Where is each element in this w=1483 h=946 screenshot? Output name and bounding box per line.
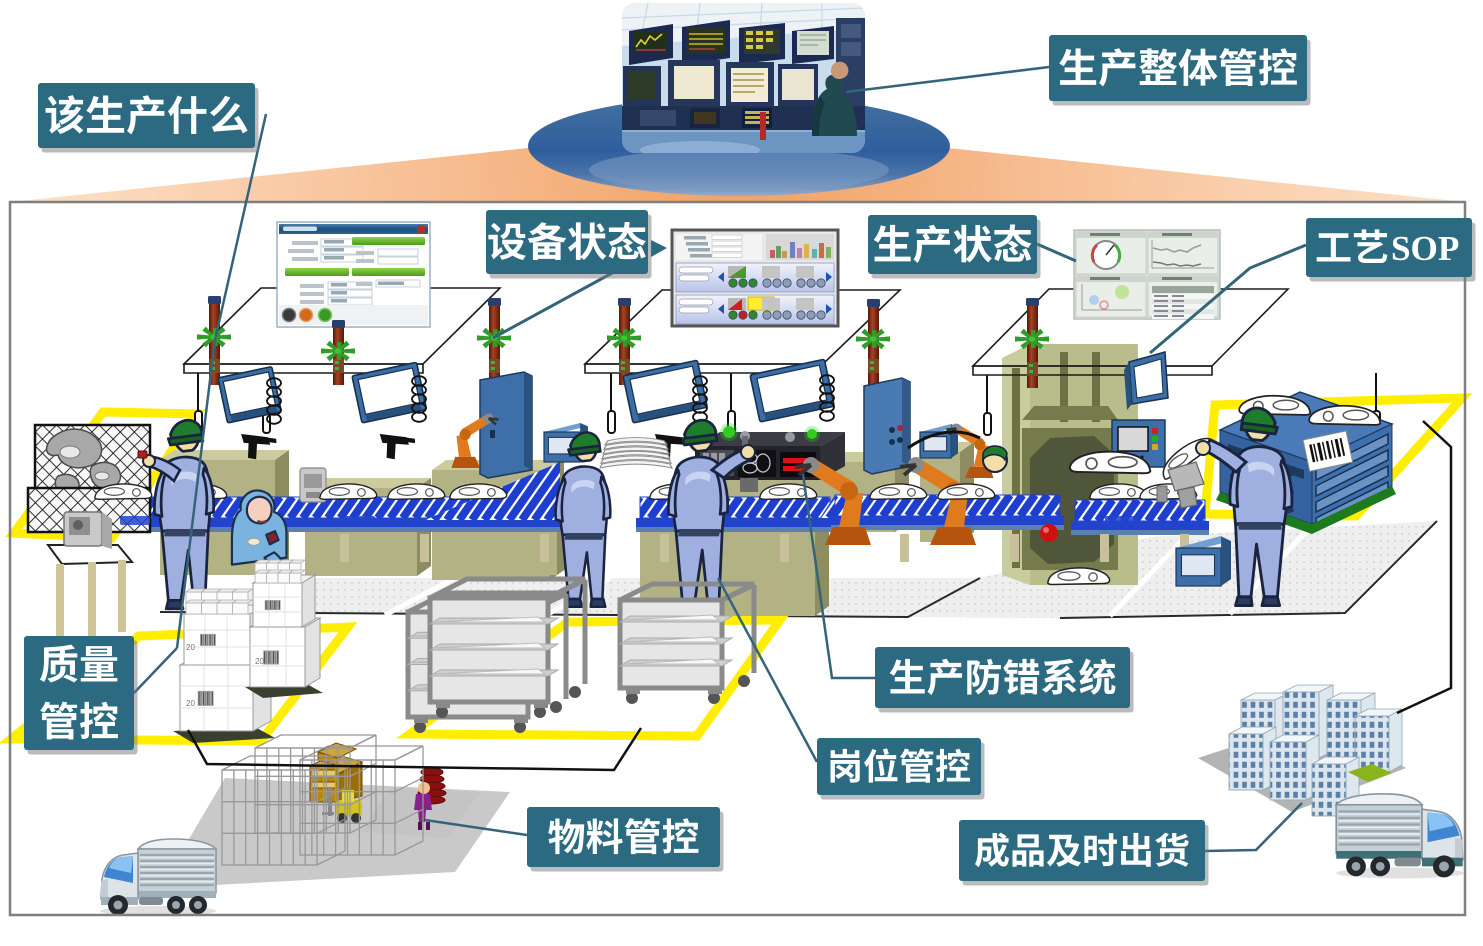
svg-text:20: 20 xyxy=(186,643,195,652)
svg-text:20: 20 xyxy=(186,699,195,708)
svg-text:SOP: SOP xyxy=(1391,229,1459,268)
svg-text:20: 20 xyxy=(255,657,264,666)
